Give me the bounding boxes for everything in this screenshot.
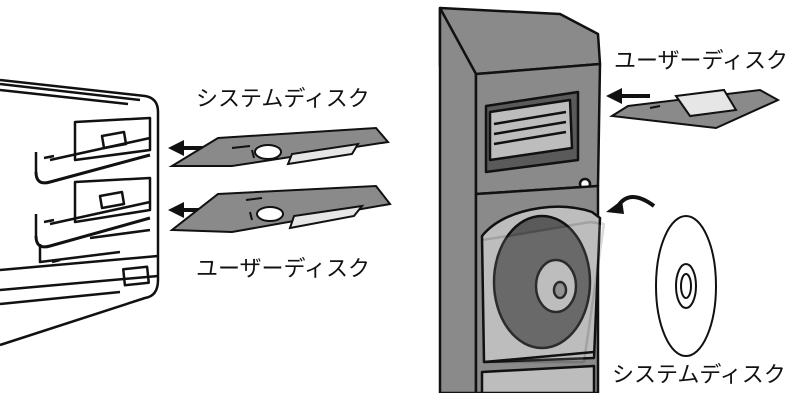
cd-tray-open-arrow	[606, 195, 656, 214]
label-right-user-disk: ユーザーディスク	[614, 49, 789, 74]
upper-drive-slot	[34, 153, 151, 185]
cd-rom-disc	[655, 215, 717, 357]
lower-drive-eject-button	[98, 190, 126, 210]
label-right-system-disk: システムディスク	[612, 363, 786, 388]
upper-drive-eject-button	[100, 130, 128, 150]
floppy-disk-user-tower	[609, 88, 781, 130]
right-tower-unit	[438, 6, 606, 393]
label-left-system-disk: システムディスク	[196, 87, 370, 112]
tower-insert-arrow	[606, 88, 650, 104]
left-computer-unit	[0, 78, 160, 347]
floppy-disk-system	[168, 126, 390, 167]
label-left-user-disk: ユーザーディスク	[196, 257, 371, 282]
floppy-disk-user	[169, 184, 392, 234]
